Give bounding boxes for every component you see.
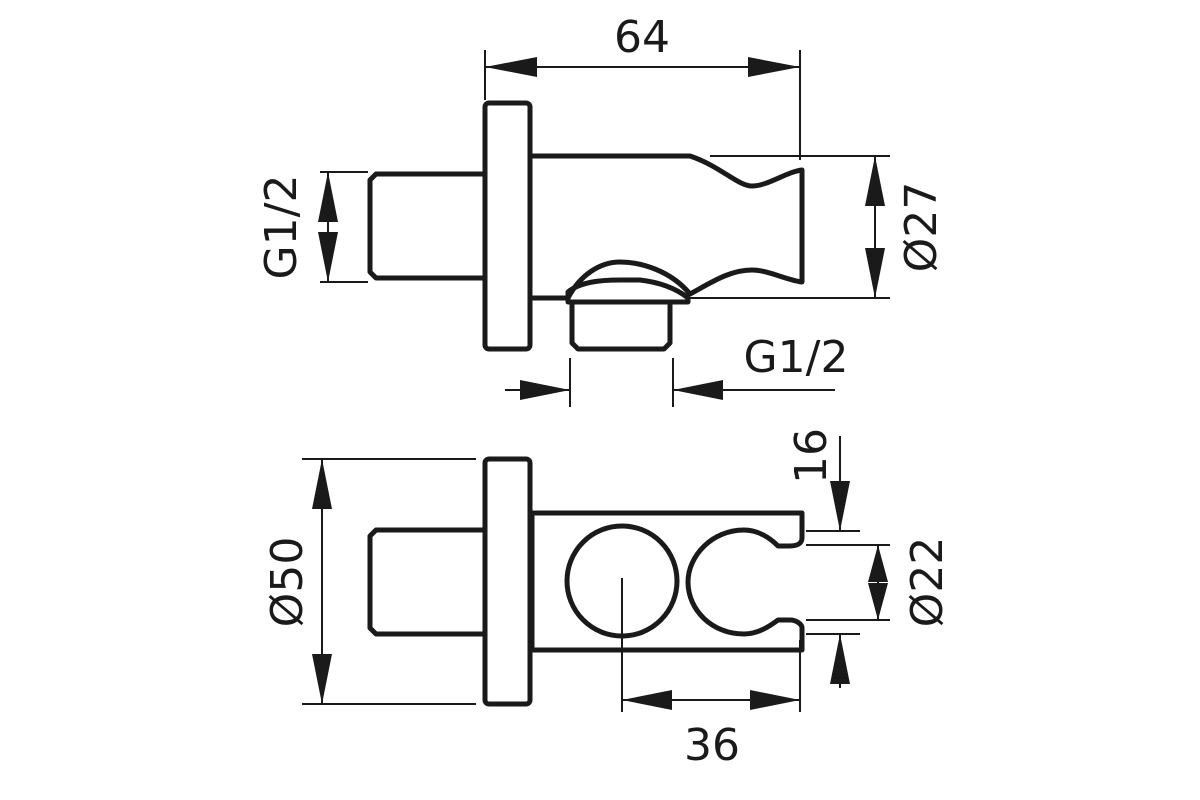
outlet-thread-label: G1/2 xyxy=(744,332,849,383)
flange-diameter-label: Ø50 xyxy=(262,537,313,628)
bottom-holder-body xyxy=(529,510,805,653)
dimension-opening: 16 xyxy=(786,428,860,688)
bottom-wall-flange xyxy=(482,456,533,707)
inlet-thread-label: G1/2 xyxy=(256,175,307,280)
top-inlet-nipple xyxy=(367,171,486,281)
dimension-outlet-thread: G1/2 xyxy=(505,332,848,407)
body-diameter-label: Ø27 xyxy=(896,182,947,273)
dimension-inlet-thread: G1/2 xyxy=(256,171,368,283)
dimension-body-diameter: Ø27 xyxy=(690,155,947,299)
holder-diameter-label: Ø22 xyxy=(902,537,953,628)
top-holder-body xyxy=(529,153,805,301)
top-outlet-cap xyxy=(565,277,691,305)
top-outlet-nipple xyxy=(569,300,673,352)
offset-label: 36 xyxy=(684,720,740,771)
dimension-offset: 36 xyxy=(622,640,801,771)
dimension-holder-diameter: Ø22 xyxy=(806,537,953,628)
top-view: 64 G1/2 Ø27 G1/2 xyxy=(256,12,947,407)
bottom-inlet-nipple xyxy=(367,527,486,637)
bottom-view: Ø50 16 Ø22 36 xyxy=(262,428,953,771)
dimension-flange-diameter: Ø50 xyxy=(262,458,476,705)
top-wall-flange xyxy=(482,100,533,352)
dimension-width-64: 64 xyxy=(484,12,801,160)
opening-label: 16 xyxy=(786,428,837,484)
dimension-width-label: 64 xyxy=(614,12,670,63)
